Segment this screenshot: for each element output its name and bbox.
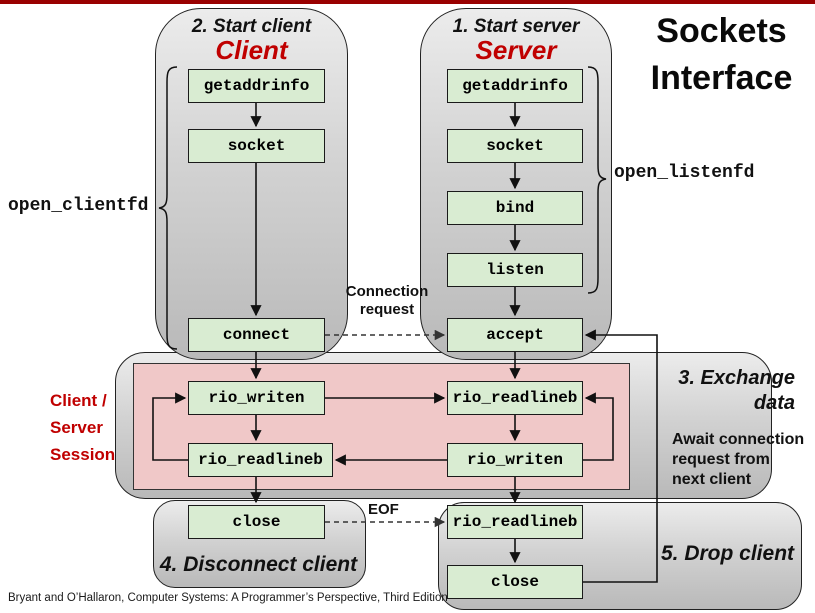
top-accent-bar [0,0,815,4]
client-container: 2. Start client Client [155,8,348,360]
exchange-data-line1: 3. Exchange [678,367,795,389]
client-header: 2. Start client Client [156,16,347,65]
node-client-connect: connect [188,318,325,352]
node-server-listen: listen [447,253,583,287]
node-server-rio-writen: rio_writen [447,443,583,477]
disconnect-client-step-label: 4. Disconnect client [159,553,358,576]
open-listenfd-label: open_listenfd [614,163,755,183]
server-header: 1. Start server Server [421,16,611,65]
client-title: Client [215,35,288,66]
node-server-getaddrinfo: getaddrinfo [447,69,583,103]
node-server-rio-readlineb: rio_readlineb [447,381,583,415]
connection-request-line2: request [359,301,415,318]
node-client-close: close [188,505,325,539]
session-label-line3: Session [50,445,116,464]
node-server-rio-readlineb-2: rio_readlineb [447,505,583,539]
node-server-close: close [447,565,583,599]
page-title-line2: Interface [650,59,793,97]
node-server-socket: socket [447,129,583,163]
await-note-line2: request from [672,451,770,468]
attribution-footer: Bryant and O’Hallaron, Computer Systems:… [8,592,448,604]
node-server-bind: bind [447,191,583,225]
server-step-label: 1. Start server [452,16,580,37]
await-note-line3: next client [672,471,752,488]
eof-label: EOF [368,501,399,518]
await-connection-note: Await connection request from next clien… [672,430,804,490]
session-label-line2: Server [50,418,103,437]
node-client-socket: socket [188,129,325,163]
session-label-line1: Client / [50,391,107,410]
page-title: Sockets Interface [628,8,815,102]
node-client-rio-readlineb: rio_readlineb [188,443,333,477]
connection-request-line1: Connection [345,283,429,300]
page-title-line1: Sockets [656,12,787,50]
client-server-session-label: Client / Server Session [50,387,115,468]
server-container: 1. Start server Server [420,8,612,360]
server-title: Server [475,35,557,66]
open-clientfd-label: open_clientfd [8,196,149,216]
node-client-rio-writen: rio_writen [188,381,325,415]
drop-client-step-label: 5. Drop client [660,542,795,565]
exchange-data-step-label: 3. Exchange data [650,366,795,416]
exchange-data-line2: data [753,392,795,414]
await-note-line1: Await connection [672,431,805,448]
client-step-label: 2. Start client [191,16,312,37]
connection-request-label: Connection request [332,283,442,319]
node-client-getaddrinfo: getaddrinfo [188,69,325,103]
node-server-accept: accept [447,318,583,352]
